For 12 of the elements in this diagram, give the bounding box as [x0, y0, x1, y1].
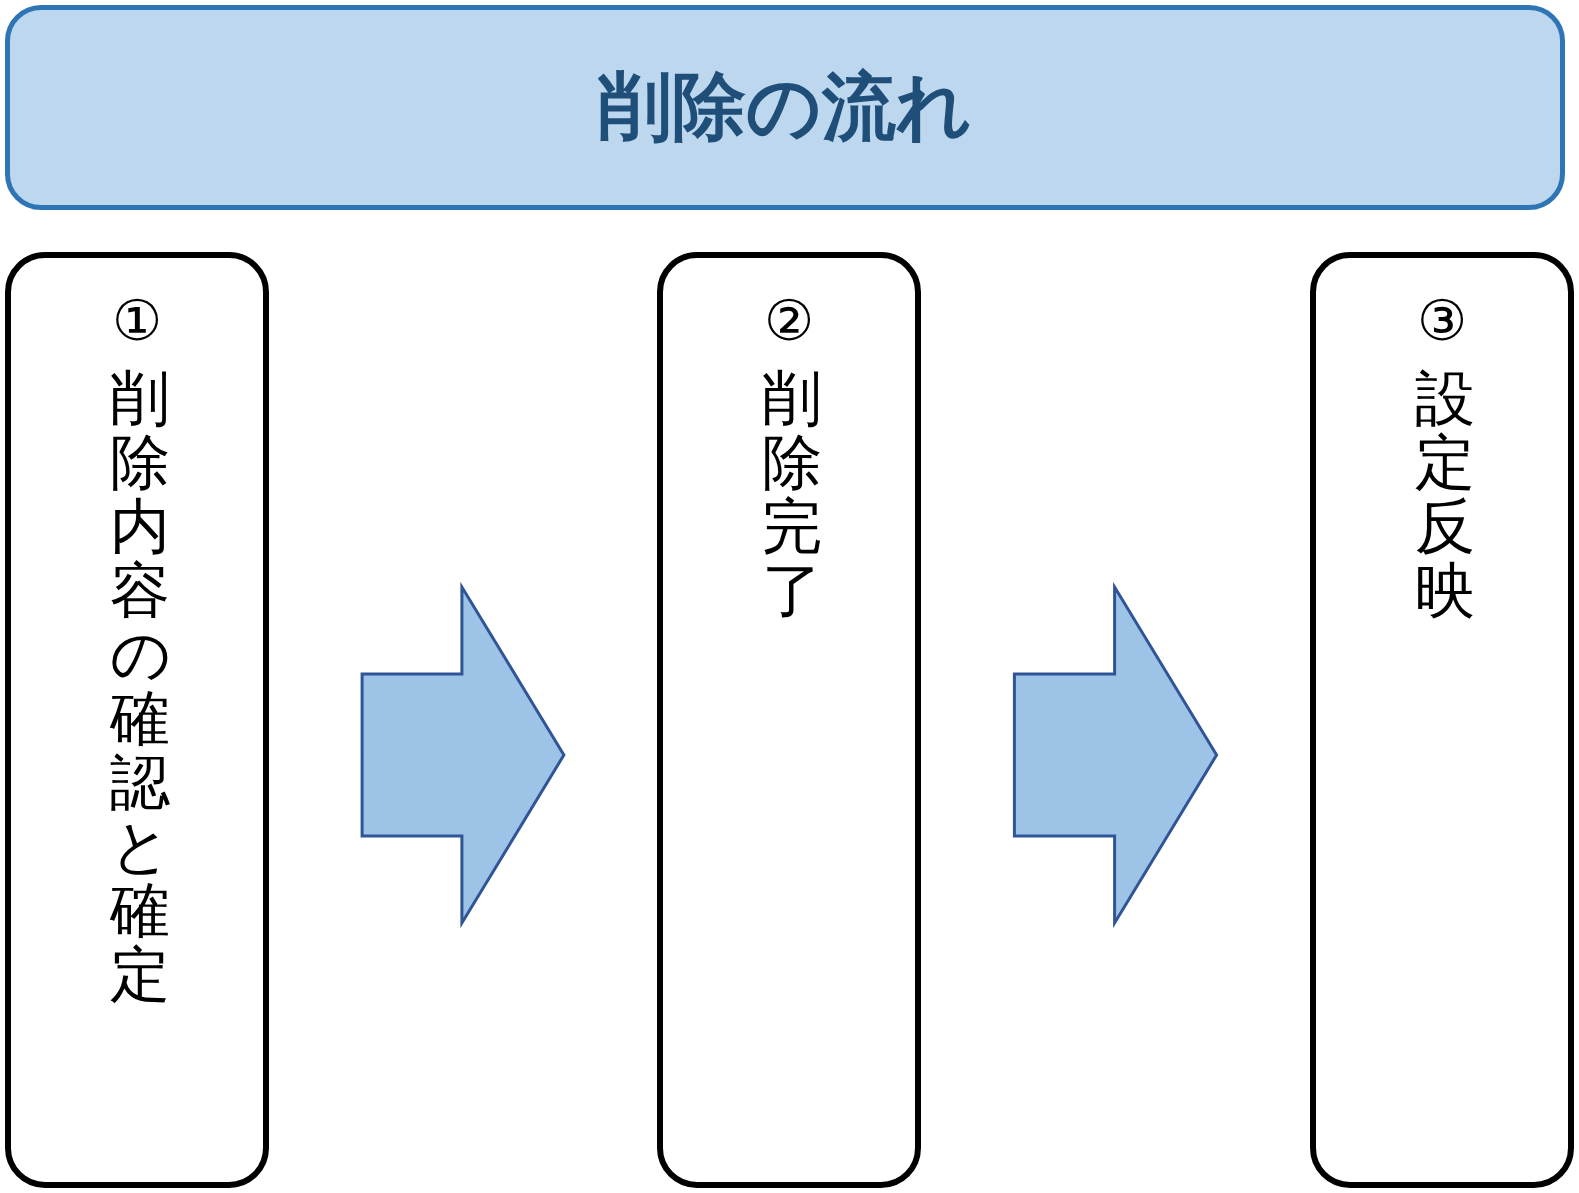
step-label: 削除完了 — [761, 366, 823, 622]
process-box — [657, 252, 921, 1188]
process-box — [5, 252, 269, 1188]
step-number: ① — [110, 288, 164, 354]
process-box — [1310, 252, 1574, 1188]
step-label: 削除内容の確認と確定 — [109, 366, 171, 1006]
block-arrow — [1012, 581, 1219, 929]
title-banner: 削除の流れ — [5, 5, 1565, 210]
step-label: 設定反映 — [1414, 366, 1476, 622]
step-number: ② — [762, 288, 816, 354]
block-arrow — [360, 581, 566, 929]
step-number: ③ — [1415, 288, 1469, 354]
